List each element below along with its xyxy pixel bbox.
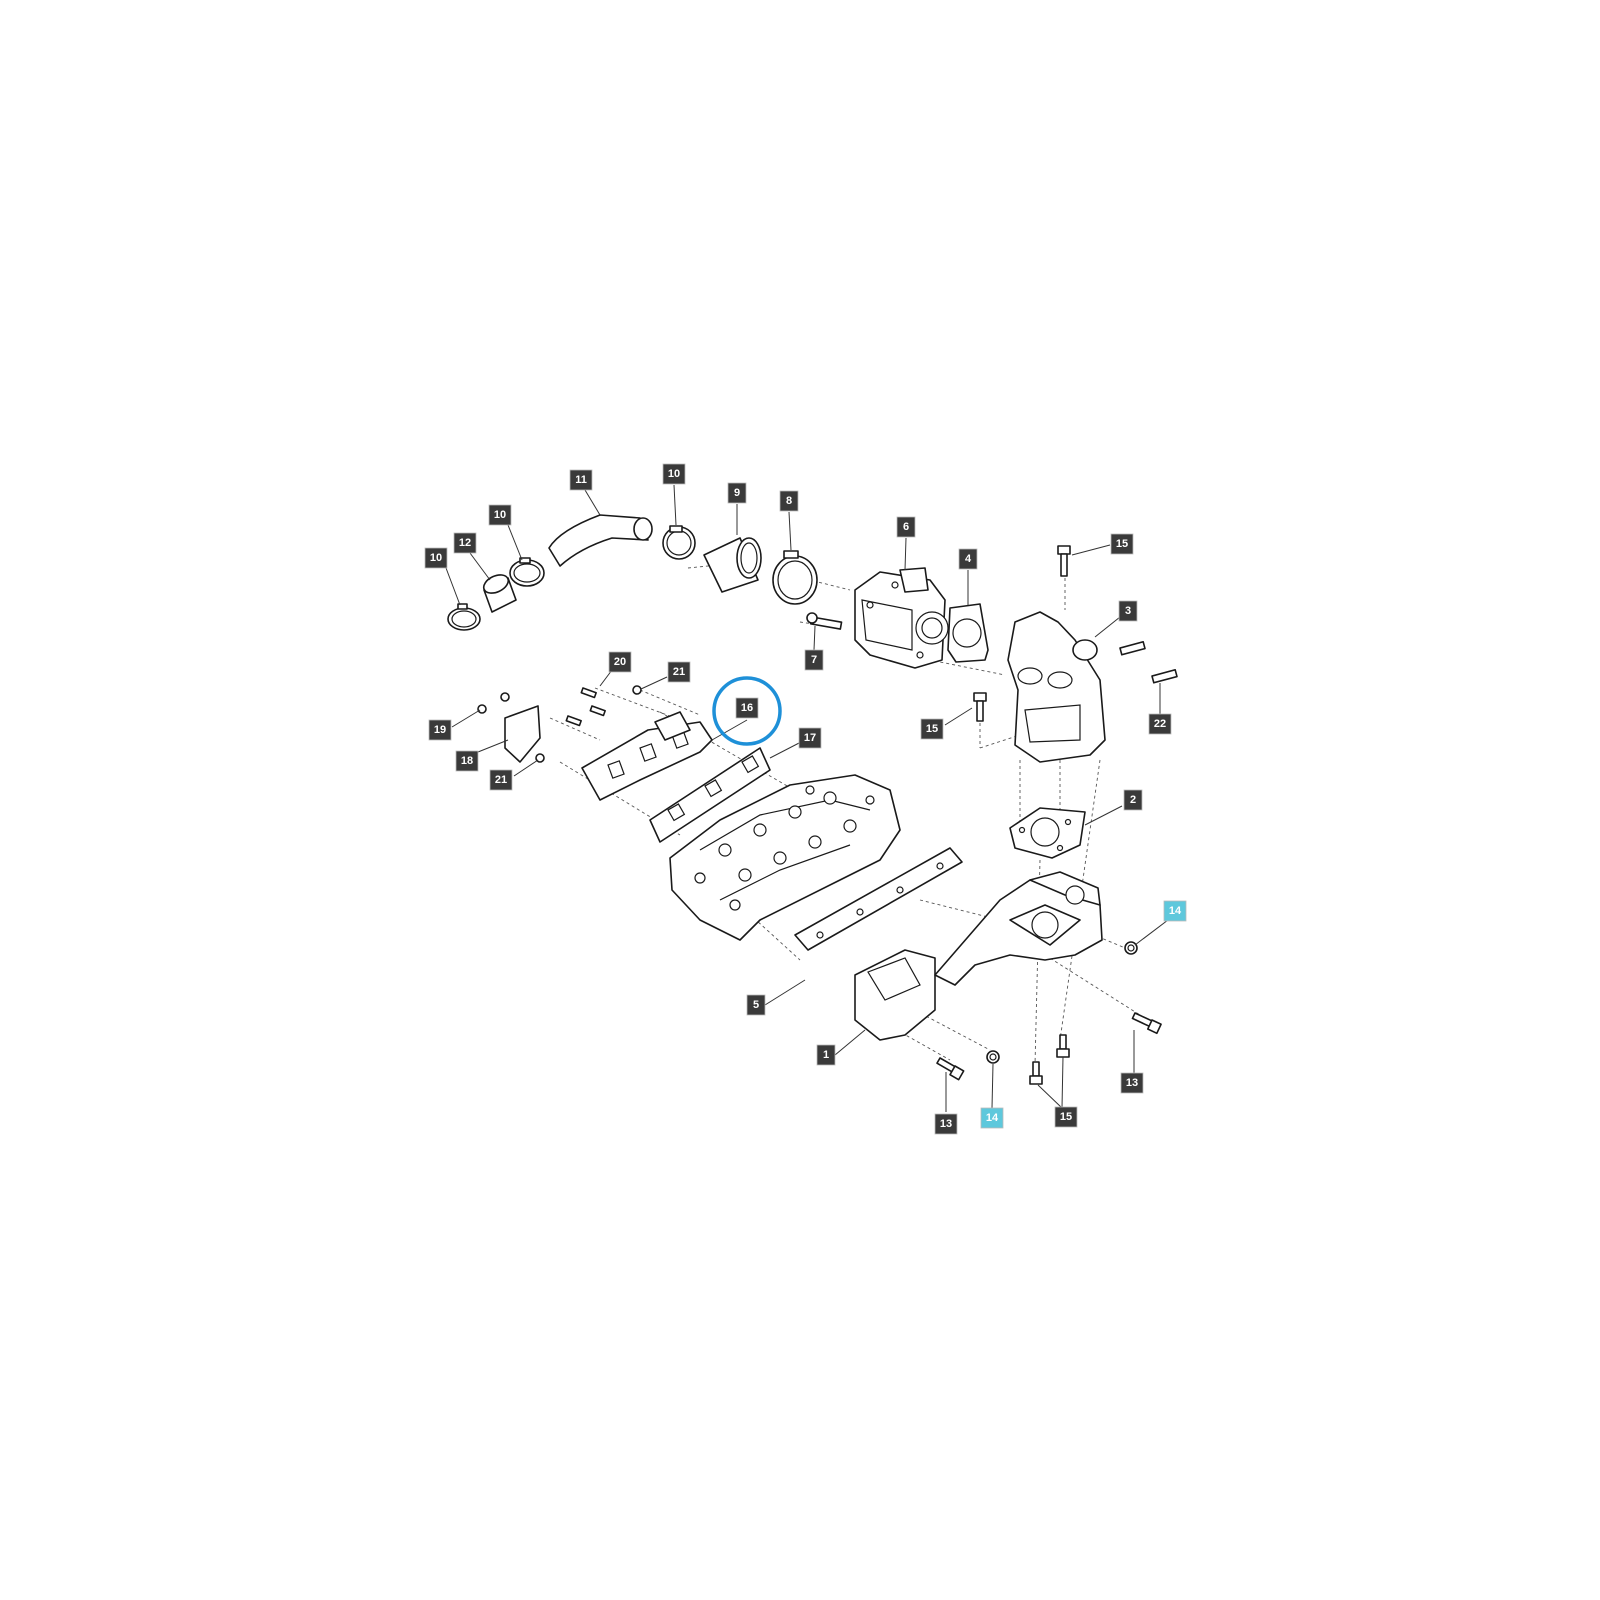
manifold-gasket-17 [649,747,771,843]
svg-text:18: 18 [461,755,473,767]
callout-2[interactable]: 2 [1123,789,1143,811]
bolt-15-mid [973,692,987,722]
svg-text:15: 15 [926,723,938,735]
nut-21-top [632,685,642,695]
callout-6[interactable]: 6 [896,516,916,538]
intake-hose-11 [548,514,653,567]
callout-15[interactable]: 15 [1054,1106,1078,1128]
stud-22-lower [1151,668,1178,684]
callout-4[interactable]: 4 [958,548,978,570]
svg-text:15: 15 [1116,538,1128,550]
svg-text:8: 8 [786,495,792,507]
callout-3[interactable]: 3 [1118,600,1138,622]
svg-text:12: 12 [459,537,471,549]
hose-clamp-10-mid [509,557,545,587]
hose-clamp-10-right [662,525,696,560]
callout-7[interactable]: 7 [804,649,824,671]
callout-5[interactable]: 5 [746,994,766,1016]
leader-lines [445,484,1169,1112]
svg-text:2: 2 [1130,794,1136,806]
callout-9[interactable]: 9 [727,482,747,504]
callout-10[interactable]: 10 [488,504,512,526]
bolt-15-bottom-a [1029,1061,1043,1085]
intake-gasket-5 [794,847,963,951]
callout-14-highlighted[interactable]: 14 [1163,900,1187,922]
svg-text:10: 10 [494,509,506,521]
throttle-body-6 [854,567,949,669]
svg-text:1: 1 [823,1049,829,1061]
svg-text:4: 4 [965,553,972,565]
callout-13[interactable]: 13 [934,1113,958,1135]
stud-20 [565,687,606,727]
callout-12[interactable]: 12 [453,532,477,554]
nut-14-bottom [986,1050,1000,1064]
svg-text:20: 20 [614,656,626,668]
svg-text:10: 10 [668,468,680,480]
gasket-4 [947,603,989,663]
callout-15[interactable]: 15 [920,718,944,740]
callout-17[interactable]: 17 [798,727,822,749]
callout-21[interactable]: 21 [489,769,513,791]
stud-22-upper [1119,640,1146,656]
callout-14-highlighted[interactable]: 14 [980,1107,1004,1129]
callout-18[interactable]: 18 [455,750,479,772]
bolt-13-left [936,1057,965,1081]
bolt-13-right [1131,1012,1162,1035]
bolt-7 [806,612,843,630]
hose-clamp-10-left [447,603,481,631]
svg-text:21: 21 [673,666,685,678]
callout-15[interactable]: 15 [1110,533,1134,555]
svg-text:16: 16 [741,702,753,714]
callout-8[interactable]: 8 [779,490,799,512]
callout-19[interactable]: 19 [428,719,452,741]
callout-21[interactable]: 21 [667,661,691,683]
svg-text:13: 13 [940,1118,952,1130]
hose-clamp-8 [772,550,818,605]
svg-text:19: 19 [434,724,446,736]
cylinder-head [669,774,901,941]
callout-16[interactable]: 16 [735,697,759,719]
gasket-2 [1009,807,1086,859]
selected-part-highlight-ring [712,676,782,746]
svg-text:17: 17 [804,732,816,744]
svg-text:11: 11 [575,474,587,486]
callout-22[interactable]: 22 [1148,713,1172,735]
callout-11[interactable]: 11 [569,469,593,491]
svg-text:15: 15 [1060,1111,1072,1123]
heat-shield-18 [504,705,541,763]
svg-text:6: 6 [903,521,909,533]
bolt-15-bottom-b [1056,1034,1070,1058]
svg-text:5: 5 [753,999,759,1011]
hose-coupler-12 [482,574,517,613]
assembly-lines [549,560,1141,1066]
callout-labels: 10 12 10 11 10 9 8 6 [424,463,1187,1135]
hose-sleeve-9 [703,537,762,593]
svg-text:14: 14 [1169,905,1182,917]
nut-19 [477,692,510,714]
intake-manifold-1 [854,871,1103,1041]
svg-text:10: 10 [430,552,442,564]
callout-20[interactable]: 20 [608,651,632,673]
svg-text:14: 14 [986,1112,999,1124]
exhaust-manifold-16 [581,711,713,801]
svg-text:3: 3 [1125,605,1131,617]
svg-text:22: 22 [1154,718,1166,730]
callout-13[interactable]: 13 [1120,1072,1144,1094]
svg-text:7: 7 [811,654,817,666]
svg-text:21: 21 [495,774,507,786]
callout-1[interactable]: 1 [816,1044,836,1066]
svg-text:9: 9 [734,487,740,499]
intake-flange-3 [1007,611,1106,763]
callout-10[interactable]: 10 [424,547,448,569]
svg-text:13: 13 [1126,1077,1138,1089]
bolt-15-top [1057,545,1071,577]
callout-10[interactable]: 10 [662,463,686,485]
nut-14-right [1124,941,1138,955]
